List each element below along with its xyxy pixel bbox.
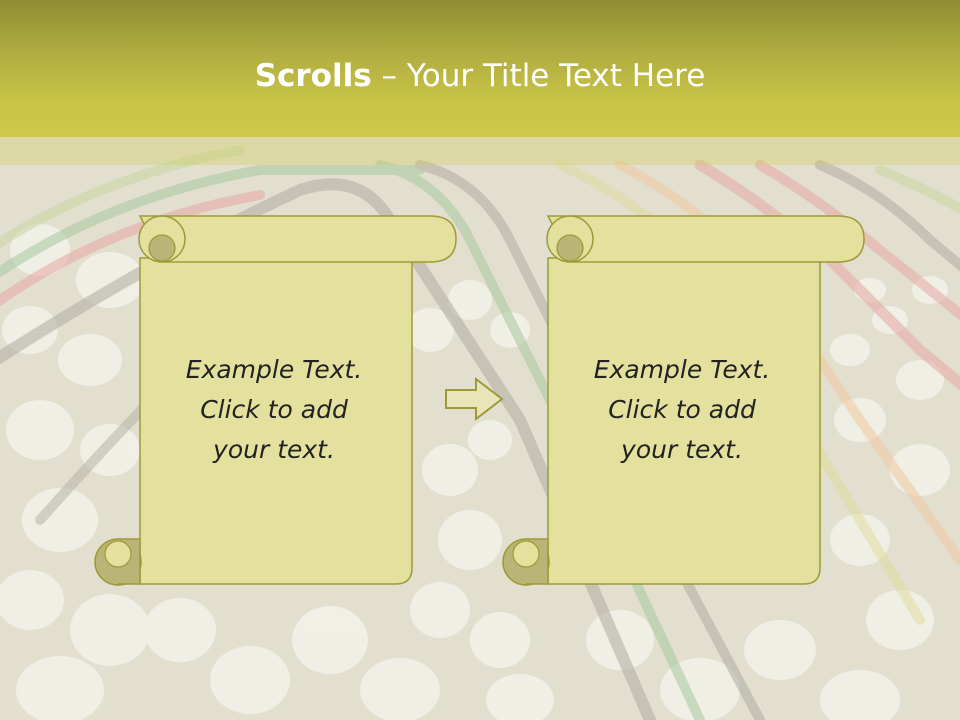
- title-bold: Scrolls: [254, 58, 372, 94]
- title-dash: –: [371, 58, 407, 94]
- scroll-text[interactable]: Example Text. Click to add your text.: [548, 350, 816, 470]
- scroll-text-line: Click to add: [200, 395, 348, 424]
- scroll-shape: [502, 215, 865, 586]
- right-arrow-icon: [445, 376, 504, 422]
- title-band: [0, 137, 960, 165]
- scroll-text-line: Example Text.: [593, 355, 771, 384]
- scroll-text-line: your text.: [621, 435, 743, 464]
- scroll-right[interactable]: Example Text. Click to add your text.: [500, 214, 872, 590]
- scroll-text-line: Click to add: [608, 395, 756, 424]
- title-bar: [0, 0, 960, 137]
- scroll-text-line: your text.: [213, 435, 335, 464]
- scroll-text-line: Example Text.: [185, 355, 363, 384]
- scroll-shape: [94, 215, 457, 586]
- scroll-left[interactable]: Example Text. Click to add your text.: [92, 214, 464, 590]
- title-rest: Your Title Text Here: [406, 58, 706, 94]
- scroll-text[interactable]: Example Text. Click to add your text.: [140, 350, 408, 470]
- slide-title[interactable]: Scrolls – Your Title Text Here: [0, 56, 960, 96]
